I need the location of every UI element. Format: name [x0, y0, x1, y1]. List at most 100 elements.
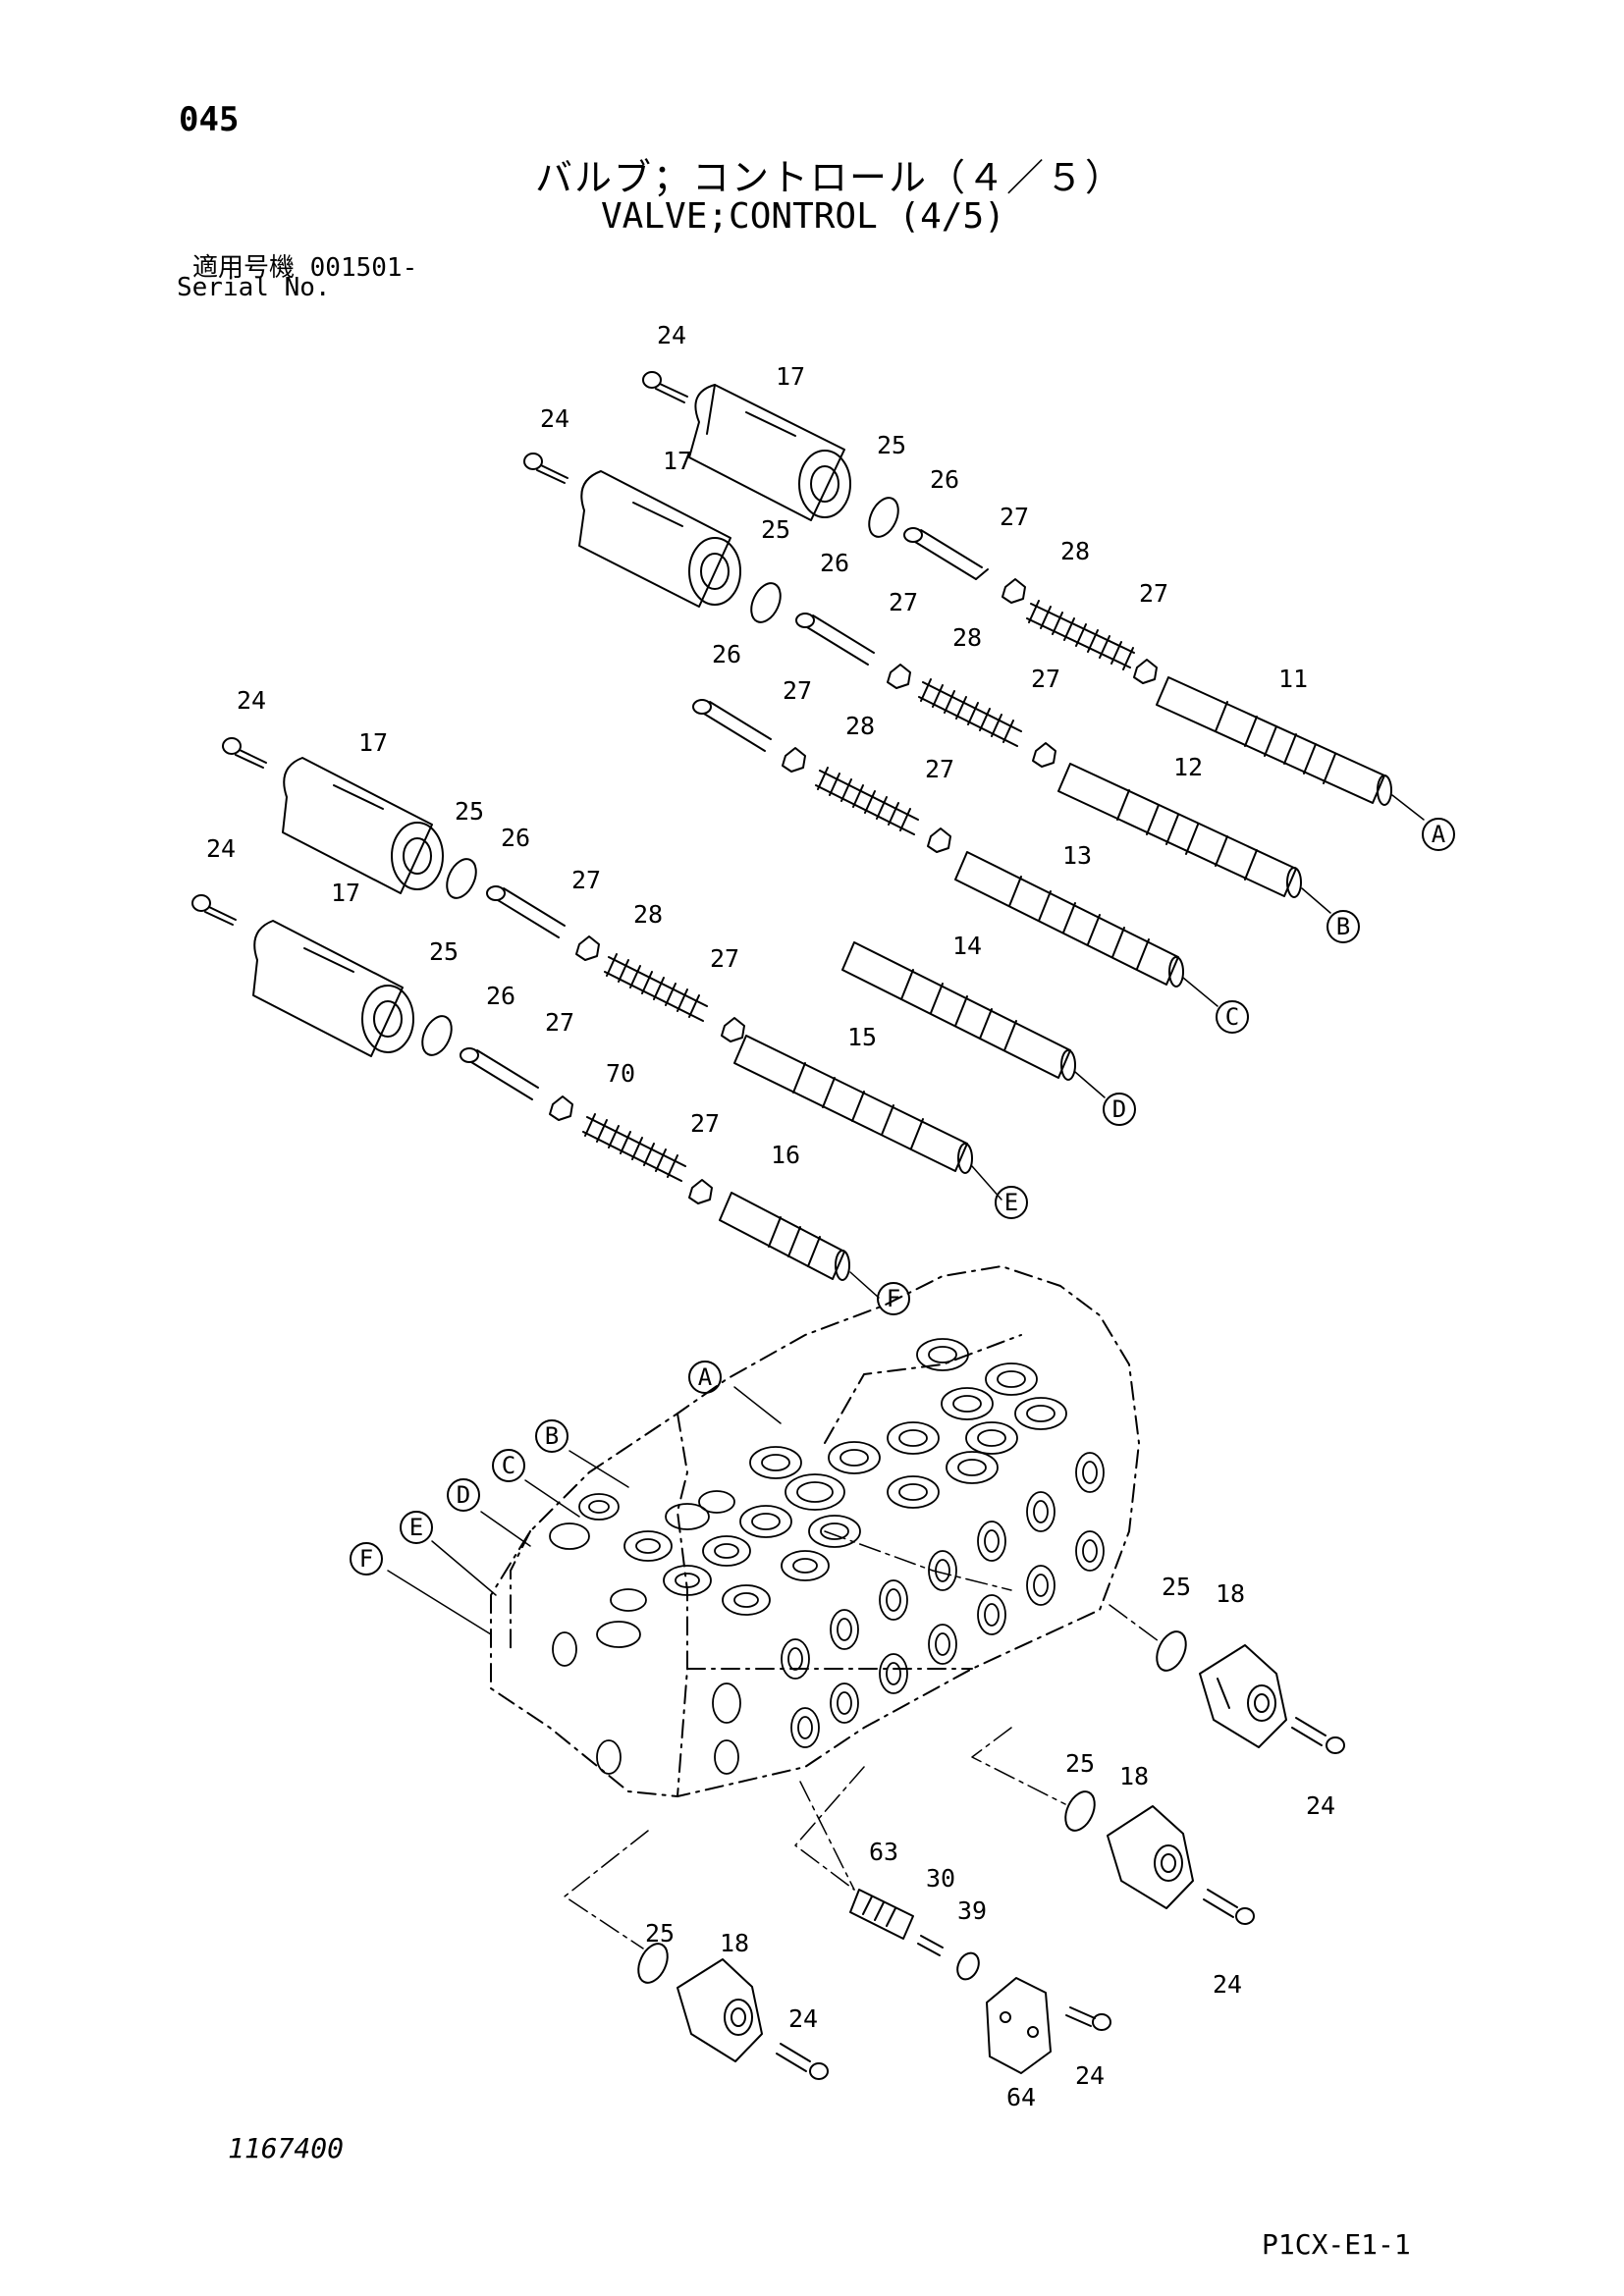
spool-14 [841, 941, 1076, 1081]
letter-e-body: E [409, 1514, 423, 1541]
pin-26 [486, 885, 566, 938]
bolt-24 [1203, 1889, 1255, 1925]
o-ring-25 [446, 858, 477, 899]
part-label-27: 27 [710, 944, 739, 973]
part-label-27: 27 [1031, 665, 1060, 693]
bolt-24 [642, 371, 688, 403]
end-cap-assembly-lower [637, 1943, 829, 2080]
part-label-17: 17 [663, 447, 692, 475]
valve-body [490, 1265, 1140, 1797]
end-cap-assembly-middle [1064, 1790, 1255, 1925]
part-label-25: 25 [455, 797, 484, 826]
part-label-70: 70 [606, 1059, 635, 1088]
spool-assembly-row-6 [688, 1179, 880, 1299]
reference-circles [350, 818, 1455, 1575]
letter-circle-c-body [492, 1449, 525, 1482]
letter-c-right: C [1225, 1003, 1239, 1031]
letter-a-right: A [1432, 821, 1446, 848]
letter-circle-c-right [1216, 1000, 1249, 1034]
letter-f-body: F [359, 1545, 373, 1573]
pin-26 [460, 1047, 539, 1100]
part-label-16: 16 [771, 1141, 800, 1169]
retainer-27 [887, 664, 911, 689]
reference-letters: A B C D E F A B C D E F [359, 821, 1446, 1573]
part-label-26: 26 [501, 824, 530, 852]
part-label-24: 24 [1075, 2061, 1105, 2090]
retainer-27 [575, 935, 600, 961]
bolt-24 [776, 2043, 829, 2080]
part-label-25: 25 [1162, 1573, 1191, 1601]
valve-63 [849, 1889, 914, 1940]
part-label-27: 27 [571, 866, 601, 894]
letter-e-right: E [1004, 1189, 1018, 1216]
spool-11 [1156, 676, 1392, 806]
retainer-27b [1032, 742, 1056, 768]
spool-assembly-row-3 [692, 699, 1218, 1007]
retainer-27 [1001, 578, 1026, 604]
part-label-27: 27 [783, 676, 812, 705]
pin-26 [692, 699, 772, 752]
part-label-18: 18 [1119, 1762, 1149, 1790]
plate-64 [986, 1977, 1052, 2074]
part-label-12: 12 [1173, 753, 1203, 781]
part-label-30: 30 [926, 1864, 955, 1893]
o-ring-25 [1064, 1790, 1096, 1832]
bolt-24 [222, 737, 267, 769]
o-ring-25 [750, 582, 782, 623]
letter-circle-b-body [535, 1419, 568, 1453]
retainer-27b [721, 1017, 745, 1042]
letter-f-right: F [887, 1285, 900, 1312]
spring-28 [815, 767, 919, 835]
bolt-24 [1065, 2006, 1111, 2031]
cover-17 [252, 920, 414, 1057]
part-label-39: 39 [957, 1896, 987, 1925]
part-label-27: 27 [889, 588, 918, 616]
spool-assembly-row-1 [642, 371, 1425, 821]
o-ring-25 [868, 497, 899, 538]
retainer-27 [688, 1179, 713, 1204]
spring-30 [917, 1935, 944, 1956]
letter-d-right: D [1112, 1095, 1126, 1123]
letter-circle-d-body [447, 1478, 480, 1512]
pin-26 [903, 527, 989, 580]
part-label-13: 13 [1062, 841, 1092, 870]
retainer-27 [782, 747, 806, 773]
spring-28 [604, 953, 708, 1022]
spool-13 [954, 851, 1184, 988]
part-label-63: 63 [869, 1838, 898, 1866]
title-japanese: バルブ；コントロール（４／５） [535, 156, 1125, 199]
part-label-26: 26 [712, 640, 741, 668]
part-label-18: 18 [720, 1929, 749, 1957]
letter-circle-e-body [400, 1511, 433, 1544]
part-label-17: 17 [776, 362, 805, 391]
cover-17 [282, 757, 444, 894]
part-label-24: 24 [657, 321, 686, 349]
drawing-number: 1167400 [228, 2132, 345, 2164]
relief-valve-assembly [849, 1889, 1111, 2074]
part-label-27: 27 [1139, 579, 1168, 608]
letter-circle-b-right [1326, 910, 1360, 943]
part-label-24: 24 [237, 686, 266, 715]
title-english: VALVE;CONTROL (4/5) [601, 196, 1005, 237]
phantom-lines [564, 1530, 1160, 1949]
part-number-labels: 24 17 25 26 27 28 27 11 24 17 25 26 27 2… [206, 321, 1335, 2111]
cap-18 [1107, 1805, 1194, 1909]
page-number: 045 [179, 100, 240, 139]
part-label-24: 24 [788, 2004, 818, 2033]
spring-28 [918, 678, 1022, 747]
part-label-28: 28 [1060, 537, 1090, 565]
part-label-24: 24 [1213, 1970, 1242, 1999]
o-ring-25 [637, 1943, 669, 1984]
retainer-27b [927, 828, 951, 853]
part-label-24: 24 [1306, 1791, 1335, 1820]
end-cap-assembly-upper [1156, 1630, 1345, 1754]
letter-c-body: C [502, 1452, 515, 1479]
letter-circle-a-body [688, 1361, 722, 1394]
part-label-25: 25 [429, 937, 459, 966]
o-ring-25 [421, 1015, 453, 1056]
cap-18 [677, 1958, 763, 2062]
page-code: P1CX-E1-1 [1262, 2228, 1411, 2261]
part-label-25: 25 [1065, 1749, 1095, 1778]
part-label-28: 28 [952, 623, 982, 652]
bolt-24 [523, 453, 568, 484]
